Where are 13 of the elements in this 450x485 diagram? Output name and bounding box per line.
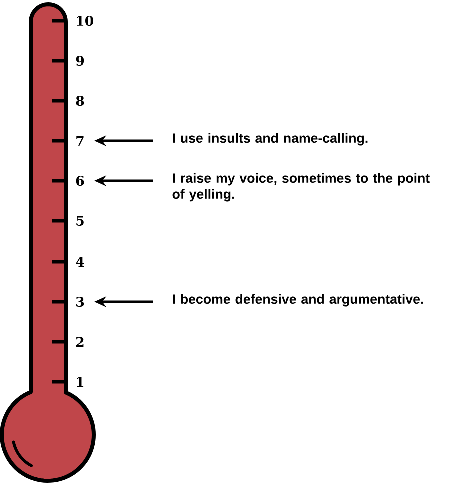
scale-number: 7: [76, 136, 84, 146]
scale-number: 8: [76, 96, 84, 106]
scale-number: 6: [76, 176, 84, 186]
scale-number: 9: [76, 56, 84, 66]
scale-number: 5: [76, 216, 84, 226]
statement-text: I use insults and name-calling.: [173, 133, 368, 146]
scale-number: 2: [76, 337, 84, 347]
statement-text: I become defensive and argumentative.: [173, 294, 424, 307]
statement-text: I raise my voice, sometimes to the point of yelling.: [172, 173, 430, 202]
scale-number: 10: [77, 16, 94, 26]
scale-number: 4: [76, 257, 84, 267]
scale-number: 3: [76, 296, 84, 308]
scale-number: 1: [77, 377, 84, 387]
